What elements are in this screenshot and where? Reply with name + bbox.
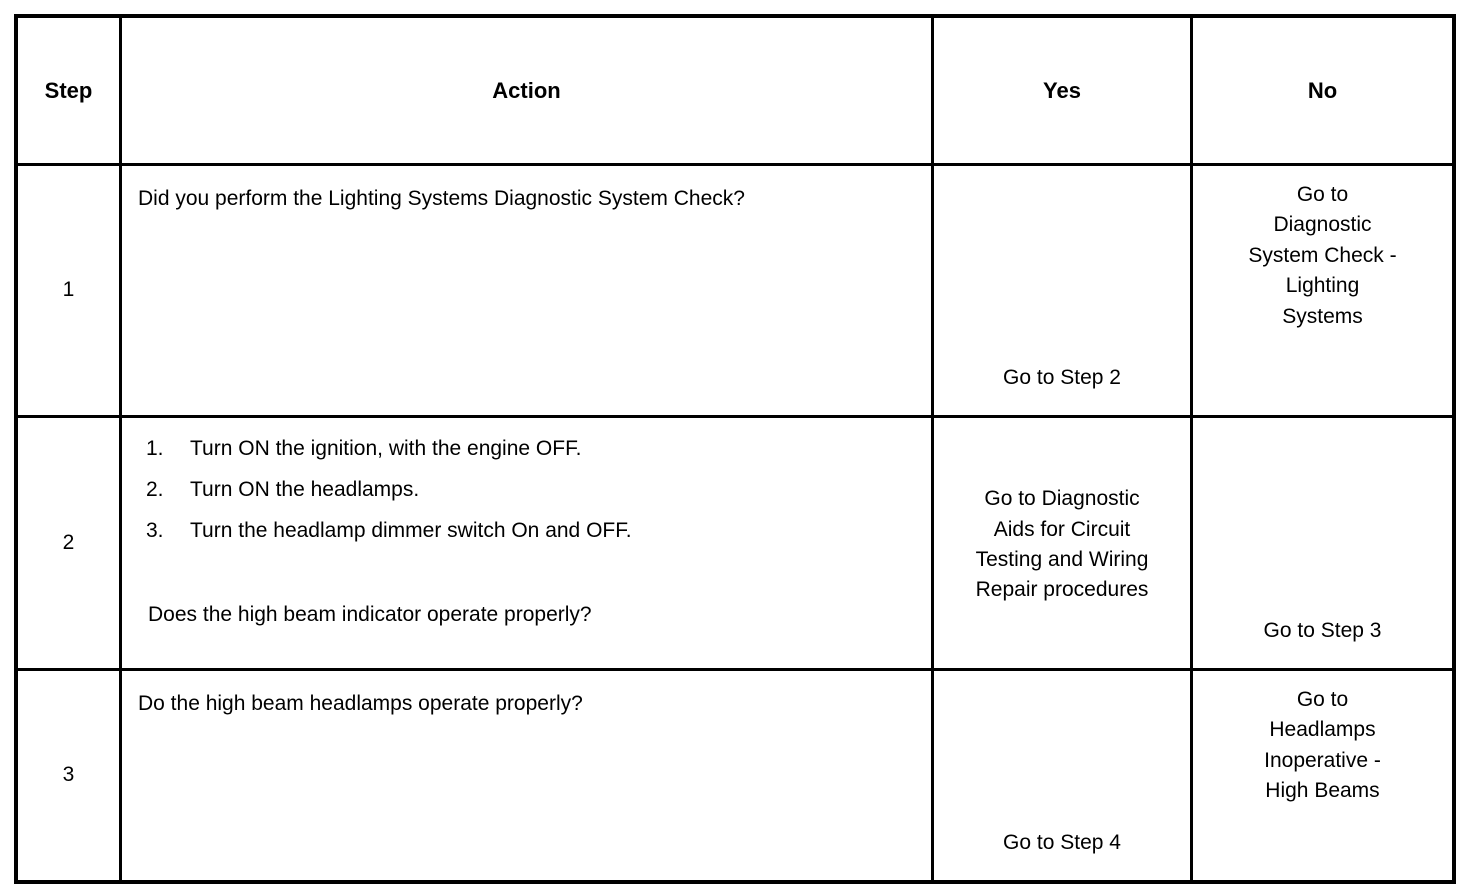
- branch-line: Systems: [1282, 304, 1363, 328]
- action-step-list: 1. Turn ON the ignition, with the engine…: [138, 436, 917, 544]
- branch-line: Go to Step 2: [1003, 365, 1121, 389]
- yes-branch-cell: Go to Diagnostic Aids for Circuit Testin…: [931, 415, 1193, 671]
- branch-line: High Beams: [1265, 779, 1380, 803]
- branch-line: Go to: [1296, 183, 1349, 206]
- yes-branch-cell: Go to Step 4: [931, 668, 1193, 883]
- table-row: 3 Do the high beam headlamps operate pro…: [15, 668, 1455, 883]
- table-header: Step Action Yes No: [15, 15, 1455, 166]
- no-branch-cell: Go to Headlamps Inoperative - High Beams: [1190, 668, 1455, 883]
- branch-line: Diagnostic: [1273, 213, 1372, 237]
- list-item-number: 2.: [146, 478, 164, 502]
- list-item: 3. Turn the headlamp dimmer switch On an…: [138, 518, 917, 543]
- column-header-step: Step: [15, 15, 122, 166]
- branch-line: Aids for Circuit: [993, 517, 1131, 541]
- action-question: Does the high beam indicator operate pro…: [148, 602, 592, 626]
- yes-branch-cell: Go to Step 2: [931, 163, 1193, 418]
- branch-line: Headlamps: [1269, 718, 1376, 742]
- table-body: 1 Did you perform the Lighting Systems D…: [15, 163, 1455, 883]
- branch-line: Lighting: [1285, 274, 1360, 298]
- action-cell: 1. Turn ON the ignition, with the engine…: [119, 415, 934, 671]
- table-row: 2 1. Turn ON the ignition, with the engi…: [15, 415, 1455, 671]
- no-branch-cell: Go to Step 3: [1190, 415, 1455, 671]
- list-item-label: Turn the headlamp dimmer switch On and O…: [190, 519, 632, 543]
- branch-line: Repair procedures: [975, 578, 1149, 602]
- step-number-cell: 1: [15, 163, 122, 418]
- list-item-number: 1.: [146, 437, 164, 460]
- action-question: Did you perform the Lighting Systems Dia…: [138, 187, 745, 210]
- step-number-cell: 2: [15, 415, 122, 671]
- branch-line: Go to Step 3: [1263, 618, 1382, 642]
- branch-line: Inoperative -: [1264, 748, 1381, 772]
- header-row: Step Action Yes No: [15, 15, 1455, 166]
- column-header-yes: Yes: [931, 15, 1193, 166]
- column-header-no: No: [1190, 15, 1455, 166]
- branch-line: Go to Step 4: [1003, 830, 1121, 854]
- action-question: Do the high beam headlamps operate prope…: [138, 692, 583, 715]
- action-cell: Do the high beam headlamps operate prope…: [119, 668, 934, 883]
- list-item-number: 3.: [146, 519, 164, 543]
- no-branch-cell: Go to Diagnostic System Check - Lighting…: [1190, 163, 1455, 418]
- action-cell: Did you perform the Lighting Systems Dia…: [119, 163, 934, 418]
- list-item: 2. Turn ON the headlamps.: [138, 477, 917, 502]
- diagnostic-procedure-table: Step Action Yes No 1 Did you perform the…: [14, 14, 1456, 884]
- column-header-action: Action: [119, 15, 934, 166]
- list-item: 1. Turn ON the ignition, with the engine…: [138, 436, 917, 461]
- table-row: 1 Did you perform the Lighting Systems D…: [15, 163, 1455, 418]
- branch-line: Testing and Wiring: [975, 548, 1149, 571]
- list-item-label: Turn ON the ignition, with the engine OF…: [190, 437, 582, 460]
- step-number-cell: 3: [15, 668, 122, 883]
- branch-line: Go to Diagnostic: [984, 487, 1140, 511]
- list-item-label: Turn ON the headlamps.: [190, 478, 420, 502]
- branch-line: Go to: [1296, 688, 1349, 711]
- branch-line: System Check -: [1248, 243, 1397, 267]
